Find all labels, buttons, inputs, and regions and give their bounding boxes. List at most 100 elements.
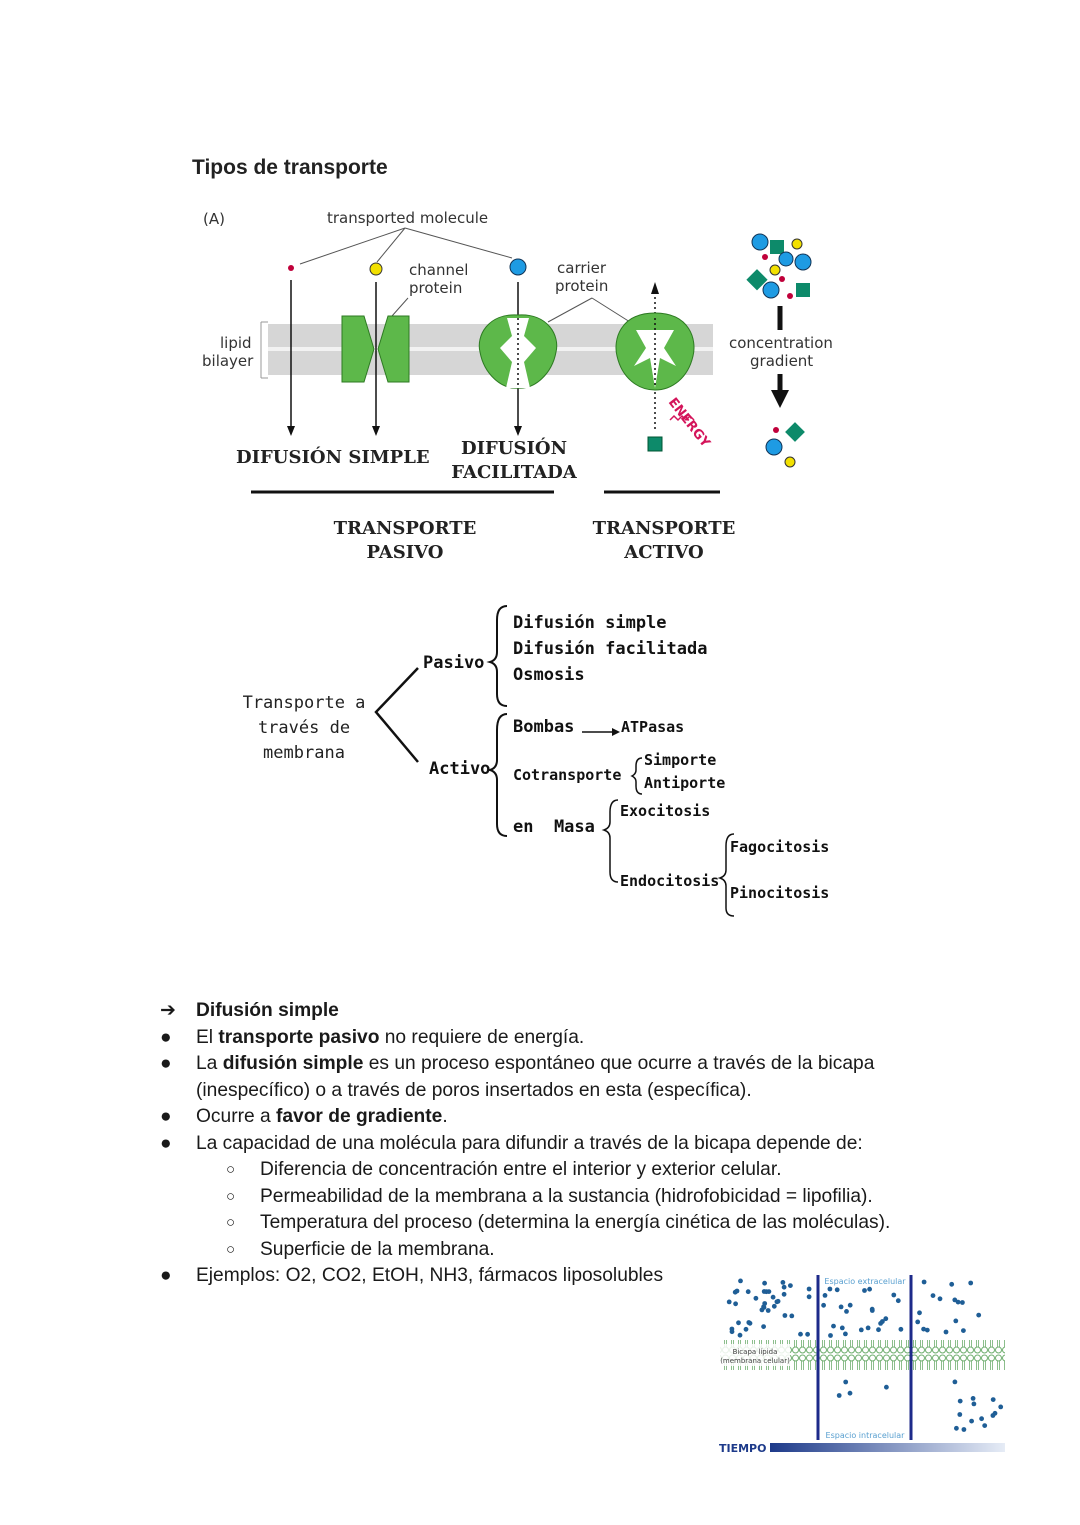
bullet-5: ● Ejemplos: O2, CO2, EtOH, NH3, fármacos…: [160, 1263, 940, 1290]
transporte-activo-label-1: TRANSPORTE: [593, 518, 736, 539]
molecule-dot: [834, 1287, 840, 1293]
molecule-dot: [734, 1288, 740, 1294]
molecule-dot: [828, 1333, 833, 1338]
molecule-dot: [762, 1280, 767, 1286]
bullet-3: ● Ocurre a favor de gradiente.: [160, 1104, 940, 1131]
yellow-molecule: [369, 262, 383, 276]
tree-simporte: Simporte: [644, 751, 716, 769]
molecule-dot: [858, 1327, 864, 1333]
bicapa-label-2: (membrana celular): [720, 1357, 790, 1365]
bicapa-label-1: Bicapa lípida: [733, 1348, 778, 1356]
transporte-pasivo-label-2: PASIVO: [367, 542, 444, 563]
panel-label: (A): [203, 210, 225, 228]
molecule-dot: [957, 1412, 963, 1417]
bullet-icon: ●: [160, 1132, 172, 1154]
molecule-dot: [957, 1398, 963, 1404]
transport-figure: (A) transported molecule channel protein…: [202, 209, 833, 563]
sub-bullet-1: ○ Diferencia de concentración entre el i…: [160, 1157, 940, 1184]
molecule-dot: [961, 1328, 966, 1333]
tree-osmosis: Osmosis: [513, 665, 585, 685]
molecule-dot: [891, 1292, 897, 1298]
molecule-dot: [838, 1304, 844, 1310]
sub-bullet-4: ○ Superficie de la membrana.: [160, 1237, 940, 1264]
molecule-dot: [921, 1279, 927, 1285]
molecule-dot: [968, 1280, 974, 1286]
concentration-gradient-label-2: gradient: [750, 352, 813, 370]
teal-square-molecule: [647, 436, 663, 452]
molecule-dot: [770, 1294, 776, 1300]
molecule-dot: [737, 1332, 743, 1338]
molecule-dot: [867, 1286, 872, 1292]
channel-protein-label-2: protein: [409, 279, 462, 297]
arrow-icon: ➔: [160, 1000, 177, 1021]
molecule-dot: [836, 1393, 842, 1398]
energy-label: ENERGY: [665, 395, 713, 451]
molecule-dot: [971, 1401, 977, 1407]
molecule-dot: [821, 1302, 826, 1308]
tree-cotransporte: Cotransporte: [513, 766, 621, 784]
molecule-dot: [798, 1331, 803, 1337]
difusion-facilitada-label-1: DIFUSIÓN: [461, 436, 567, 459]
channel-protein-left: [341, 315, 375, 383]
molecule-dot: [843, 1331, 848, 1337]
notes-heading: Difusión simple: [196, 1000, 339, 1021]
molecule-dot: [990, 1397, 996, 1402]
molecule-dot: [953, 1318, 959, 1324]
transported-molecule-label: transported molecule: [327, 209, 488, 227]
molecule-dot: [884, 1384, 889, 1390]
tree-endocitosis: Endocitosis: [620, 872, 719, 890]
transport-tree: Transporte a través de membrana Pasivo A…: [243, 605, 829, 917]
molecule-dot: [806, 1294, 812, 1300]
difusion-simple-label: DIFUSIÓN SIMPLE: [236, 445, 430, 468]
sub-bullet-2: ○ Permeabilidad de la membrana a la sust…: [160, 1184, 940, 1211]
circle-bullet-icon: ○: [226, 1161, 236, 1178]
molecule-dot: [788, 1283, 793, 1288]
tree-pinocitosis: Pinocitosis: [730, 884, 829, 902]
molecule-dot: [782, 1313, 788, 1318]
tree-difusion-facilitada: Difusión facilitada: [513, 639, 707, 659]
molecule-dot: [831, 1323, 836, 1329]
molecule-dot: [952, 1379, 958, 1385]
circle-bullet-icon: ○: [226, 1187, 236, 1205]
diffusion-over-time-image: Bicapa lípida (membrana celular) Espacio…: [719, 1275, 1005, 1455]
molecule-dot: [949, 1281, 955, 1287]
molecule-dot: [733, 1301, 738, 1307]
molecule-dot: [990, 1413, 996, 1418]
molecule-dot: [915, 1319, 921, 1325]
molecule-dot: [917, 1310, 922, 1316]
molecule-dot: [976, 1312, 982, 1318]
bullet-1: ● El transporte pasivo no requiere de en…: [160, 1025, 940, 1052]
bullet-2: ● La difusión simple es un proceso espon…: [160, 1053, 875, 1101]
tree-en-masa: en Masa: [513, 817, 595, 837]
tree-atpasas: ATPasas: [621, 718, 684, 736]
small-molecule-dot: [288, 265, 294, 271]
molecule-dot: [738, 1278, 743, 1284]
molecule-dot: [880, 1319, 885, 1324]
difusion-facilitada-label-2: FACILITADA: [451, 462, 577, 483]
molecule-dot: [762, 1301, 768, 1306]
circle-bullet-icon: ○: [226, 1214, 236, 1231]
molecule-dot: [961, 1427, 967, 1432]
molecule-dot: [827, 1286, 833, 1292]
molecule-dot: [781, 1284, 787, 1290]
molecule-dot: [726, 1299, 732, 1305]
molecule-dot: [729, 1329, 735, 1335]
molecule-dot: [970, 1396, 976, 1401]
tree-antiporte: Antiporte: [644, 774, 725, 792]
circle-bullet-icon: ○: [226, 1240, 236, 1258]
molecule-dot: [743, 1326, 749, 1332]
molecule-dot: [775, 1298, 781, 1304]
bullet-4: ● La capacidad de una molécula para difu…: [160, 1131, 940, 1158]
molecule-dot: [869, 1308, 875, 1313]
tiempo-label: TIEMPO: [719, 1442, 766, 1455]
molecule-dot: [764, 1289, 769, 1295]
tree-difusion-simple: Difusión simple: [513, 613, 667, 633]
molecule-dot: [847, 1390, 853, 1396]
bullet-icon: ●: [160, 1053, 172, 1074]
molecule-dot: [822, 1293, 828, 1298]
tree-root-3: membrana: [263, 743, 345, 763]
molecule-dot: [943, 1329, 949, 1335]
molecule-dot: [771, 1303, 777, 1309]
extracelular-label: Espacio extracelular: [824, 1277, 906, 1286]
molecule-dot: [839, 1325, 845, 1331]
